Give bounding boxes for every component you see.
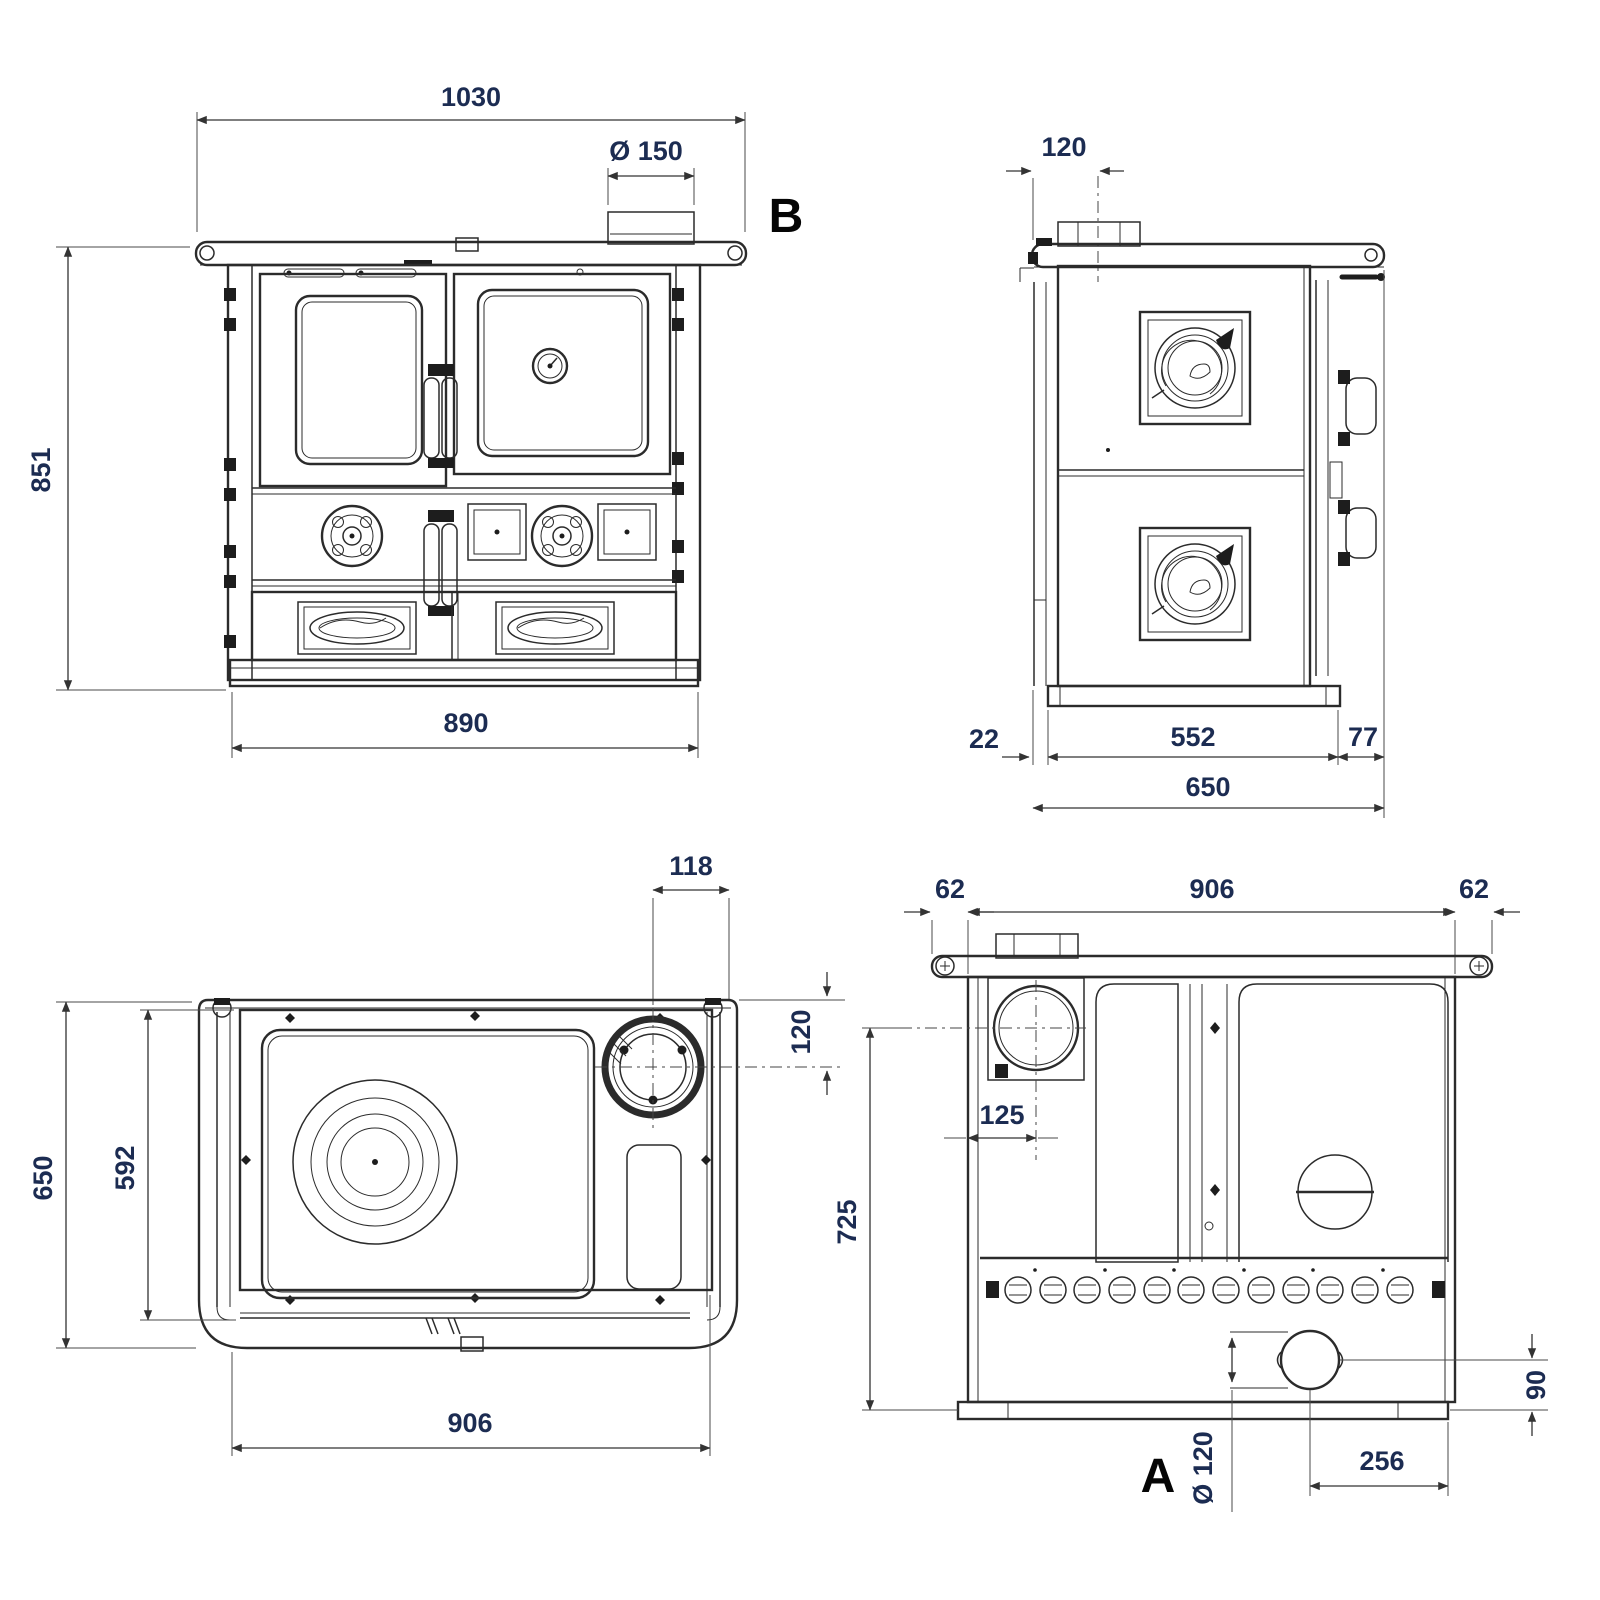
rail-end-knob <box>1364 248 1378 262</box>
top-service-hatch <box>626 1144 682 1290</box>
dim-rear-flue-from-side: 125 <box>979 1100 1024 1130</box>
side-door-handles <box>1329 370 1377 566</box>
drawer-medallion-right <box>495 601 615 655</box>
dim-top-plate-width: 906 <box>447 1408 492 1438</box>
rail-end-knob <box>727 245 743 261</box>
side-rail <box>1339 273 1385 281</box>
top-view: 118 120 <box>28 851 845 1456</box>
dim-rear-flue-height: 725 <box>832 1199 862 1244</box>
dim-rear-right-overhang: 62 <box>1459 874 1489 904</box>
air-rosette-right <box>530 504 594 568</box>
rail-screw-knob <box>1469 956 1489 976</box>
air-rosette-left <box>320 504 384 568</box>
hotplate <box>260 1028 596 1300</box>
dim-front-width-top: 1030 <box>441 82 501 112</box>
top-flue-ring <box>595 1008 845 1128</box>
vent-holes <box>1004 1276 1414 1304</box>
rail-end-knob <box>199 245 215 261</box>
view-label-a: A <box>1141 1450 1176 1503</box>
firebox-door <box>258 272 448 488</box>
dim-rear-width: 906 <box>1189 874 1234 904</box>
rear-view: 62 906 62 <box>832 874 1551 1512</box>
dim-top-flue-from-back: 120 <box>786 1009 816 1054</box>
dim-top-plate-depth: 592 <box>110 1145 140 1190</box>
rear-worktop <box>930 954 1494 979</box>
oven-door <box>452 272 672 476</box>
dim-side-front-ledge: 77 <box>1348 722 1378 752</box>
dim-rear-outlet-from-corner: 256 <box>1359 1446 1404 1476</box>
dim-rear-left-overhang: 62 <box>935 874 965 904</box>
side-flue-collar <box>1057 221 1141 247</box>
rail-screw-knob <box>935 956 955 976</box>
front-base <box>228 658 700 688</box>
dim-top-total-depth: 650 <box>28 1155 58 1200</box>
side-view: 120 <box>969 132 1386 818</box>
dim-rear-outlet-diameter: Ø 120 <box>1188 1431 1218 1505</box>
dim-top-flue-from-edge: 118 <box>669 851 713 881</box>
side-worktop <box>1028 238 1386 269</box>
front-flue-collar <box>607 211 695 245</box>
dim-side-base-depth: 552 <box>1170 722 1215 752</box>
drawer-medallion-left <box>297 601 417 655</box>
rear-heat-shield <box>1019 267 1047 686</box>
front-view: 1030 Ø 150 B 851 890 <box>26 82 803 758</box>
rear-flue-collar-top <box>995 933 1079 959</box>
rear-air-outlet <box>1227 1329 1344 1391</box>
dim-front-width-base: 890 <box>443 708 488 738</box>
door-handles <box>423 364 458 616</box>
rear-base <box>956 1400 1450 1421</box>
dim-front-flue-diameter: Ø 150 <box>609 136 683 166</box>
dim-side-total-depth: 650 <box>1185 772 1230 802</box>
side-body <box>1056 264 1329 688</box>
oven-thermometer-icon <box>531 347 569 385</box>
view-label-b: B <box>769 190 804 243</box>
dim-rear-outlet-from-base: 90 <box>1521 1370 1551 1400</box>
dim-front-height: 851 <box>26 447 56 492</box>
rear-panels <box>1095 983 1449 1263</box>
side-base <box>1046 684 1342 708</box>
top-left-rail <box>212 998 232 1321</box>
top-worktop-outline <box>197 998 739 1352</box>
rear-smoke-outlet <box>900 977 1086 1160</box>
dim-side-rear-clearance: 22 <box>969 724 999 754</box>
rear-vent-band <box>980 1256 1448 1304</box>
top-plate <box>238 1008 714 1305</box>
dim-side-flue-offset: 120 <box>1041 132 1086 162</box>
wood-drawer <box>250 590 678 662</box>
control-band <box>252 487 676 587</box>
